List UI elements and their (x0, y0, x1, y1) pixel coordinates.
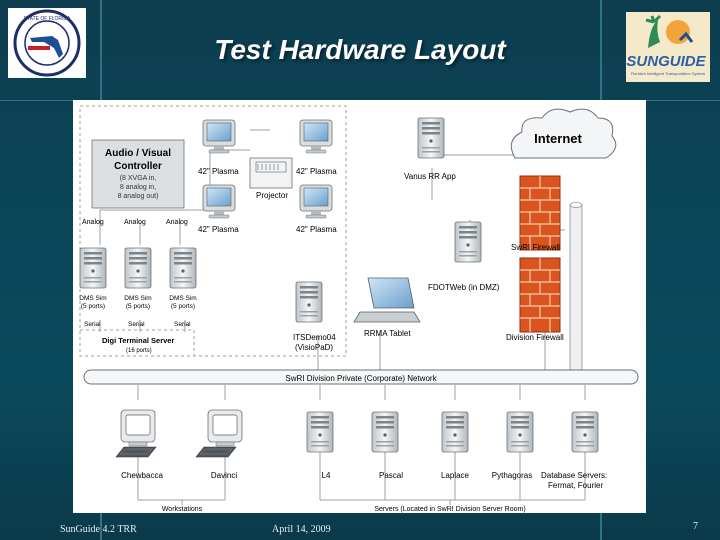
av-controller-title: Audio / Visual (105, 148, 171, 159)
fdotweb-server-icon (454, 221, 482, 263)
itsdemo-label: ITSDemo04 (293, 333, 336, 342)
dms-sim-label: DMS Sim (79, 295, 106, 302)
vanus-label: Vanus RR App (404, 172, 456, 181)
keyboard-icon (115, 446, 157, 458)
analog-label: Analog (124, 219, 146, 226)
workstation-monitor-icon (207, 409, 243, 447)
plasma-monitor-icon (202, 119, 236, 154)
vanus-server-icon (417, 117, 445, 159)
av-controller-spec-3: 8 analog out) (118, 193, 159, 200)
network-label: SwRI Division Private (Corporate) Networ… (285, 374, 437, 383)
servers-caption: Servers (Located in SwRI Division Server… (374, 506, 525, 513)
av-controller-spec-1: (8 XVGA in, (120, 175, 157, 182)
dms-sim-server-icon (169, 247, 197, 289)
division-firewall-label: Division Firewall (506, 333, 564, 342)
swri-firewall-label: SwRI Firewall (511, 243, 560, 252)
workstation-label: Chewbacca (121, 471, 163, 480)
keyboard-icon (195, 446, 237, 458)
footer-left-text: SunGuide 4.2 TRR (60, 524, 137, 535)
swri-firewall-icon (519, 175, 561, 251)
page-number: 7 (693, 521, 698, 532)
itsdemo-server-icon (295, 281, 323, 323)
database-servers-names: Fermat, Fourier (548, 481, 603, 490)
server-label: Pythagoras (492, 471, 532, 480)
rrma-tablet-label: RRMA Tablet (364, 329, 411, 338)
dms-sim-label: DMS Sim (169, 295, 196, 302)
sunguide-tagline: Florida's Intelligent Transportation Sys… (631, 71, 706, 76)
slide-title: Test Hardware Layout (214, 34, 506, 65)
fdot-seal-logo: STATE OF FLORIDA (8, 8, 86, 78)
division-firewall-icon (519, 257, 561, 333)
database-servers-label: Database Servers: (541, 471, 607, 480)
projector-icon (249, 157, 293, 189)
digi-group-outline (79, 329, 195, 357)
server-icon (571, 411, 599, 453)
plasma-label: 42" Plasma (198, 225, 239, 234)
serial-label: Serial (84, 321, 101, 328)
av-group-outline (79, 105, 347, 357)
plasma-monitor-icon (202, 184, 236, 219)
footer-date: April 14, 2009 (272, 524, 331, 535)
internet-label: Internet (534, 131, 582, 146)
dms-sim-server-icon (79, 247, 107, 289)
fdotweb-label: FDOTWeb (in DMZ) (428, 283, 500, 292)
plasma-label: 42" Plasma (296, 225, 337, 234)
workstation-label: Davinci (211, 471, 237, 480)
server-icon (306, 411, 334, 453)
server-icon (371, 411, 399, 453)
rrma-tablet-icon (367, 277, 415, 309)
plasma-monitor-icon (299, 184, 333, 219)
diagram-panel: Audio / Visual Controller (8 XVGA in, 8 … (73, 100, 646, 513)
server-icon (441, 411, 469, 453)
sunguide-logo: SUNGUIDE Florida's Intelligent Transport… (626, 12, 710, 82)
dms-sim-ports: (5 ports) (81, 303, 105, 310)
digi-terminal-server-ports: (16 ports) (126, 348, 152, 354)
server-label: Pascal (379, 471, 403, 480)
plasma-label: 42" Plasma (198, 167, 239, 176)
dms-sim-label: DMS Sim (124, 295, 151, 302)
av-controller-spec-2: 8 analog in, (120, 184, 156, 191)
plasma-label: 42" Plasma (296, 167, 337, 176)
internet-cloud-icon (510, 108, 617, 159)
workstations-caption: Workstations (162, 506, 203, 513)
serial-label: Serial (128, 321, 145, 328)
corporate-network-bar (83, 369, 639, 385)
workstation-monitor-icon (120, 409, 156, 447)
digi-terminal-server-label: Digi Terminal Server (102, 336, 174, 345)
av-controller-title-2: Controller (114, 161, 162, 172)
analog-label: Analog (166, 219, 188, 226)
server-icon (506, 411, 534, 453)
sunguide-wordmark: SUNGUIDE (626, 53, 706, 70)
serial-label: Serial (174, 321, 191, 328)
server-label: L4 (322, 471, 331, 480)
dms-sim-server-icon (124, 247, 152, 289)
dms-sim-ports: (5 ports) (171, 303, 195, 310)
dms-sim-ports: (5 ports) (126, 303, 150, 310)
dmz-pipe (569, 204, 583, 376)
server-label: Laplace (441, 471, 470, 480)
analog-label: Analog (82, 219, 104, 226)
plasma-monitor-icon (299, 119, 333, 154)
av-controller-box (91, 139, 185, 209)
itsdemo-sublabel: (VisioPaD) (295, 343, 333, 352)
projector-label: Projector (256, 191, 288, 200)
seal-text: STATE OF FLORIDA (24, 16, 71, 22)
